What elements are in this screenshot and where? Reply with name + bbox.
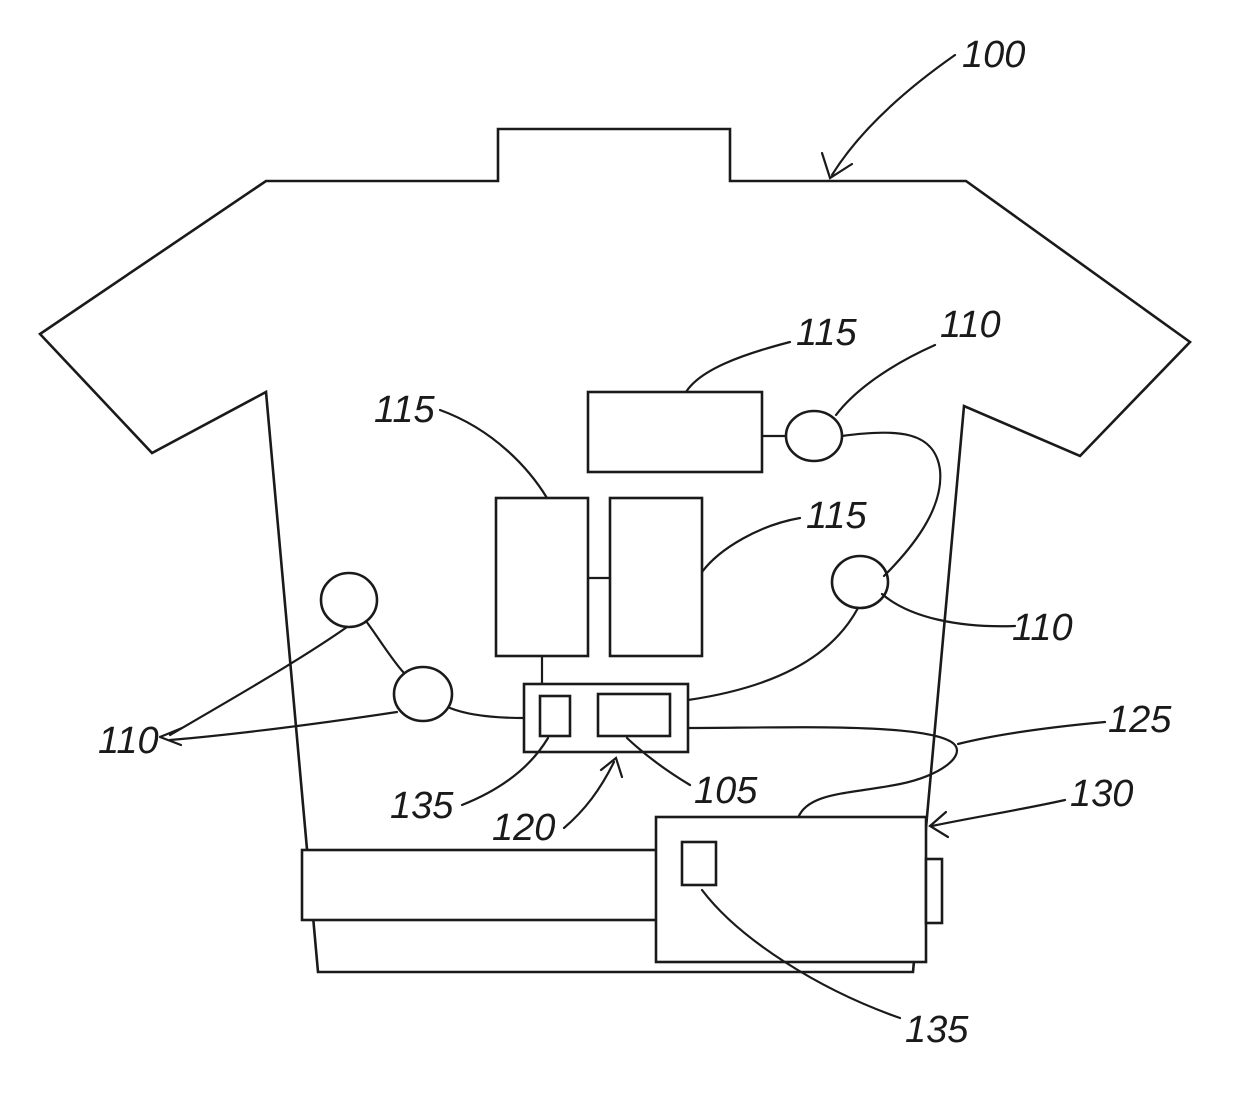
label-135-belt: 135 xyxy=(905,1009,969,1051)
label-110-left: 110 xyxy=(98,720,159,762)
belt-unit xyxy=(656,817,926,962)
processor xyxy=(598,694,670,736)
leader-120 xyxy=(564,762,614,828)
label-135-hub: 135 xyxy=(390,785,454,827)
function-block-left xyxy=(496,498,588,656)
leader-110-top xyxy=(836,345,935,415)
sensor-right xyxy=(832,556,888,608)
belt-unit-connector xyxy=(926,859,942,923)
wire-left-sensors xyxy=(366,621,404,673)
label-130: 130 xyxy=(1070,773,1133,815)
belt-indicator xyxy=(682,842,716,885)
label-125: 125 xyxy=(1108,699,1172,741)
leader-130 xyxy=(932,800,1065,826)
leader-115-top xyxy=(686,342,790,392)
label-120: 120 xyxy=(492,807,555,849)
label-115-right: 115 xyxy=(806,495,867,537)
belt-strap xyxy=(302,850,658,920)
leader-115-right xyxy=(702,518,800,572)
hub-indicator xyxy=(540,696,570,736)
label-115-top: 115 xyxy=(796,312,857,354)
wire-left-sensor-to-hub xyxy=(450,708,524,718)
label-105: 105 xyxy=(694,770,758,812)
function-block-top xyxy=(588,392,762,472)
leader-115-left xyxy=(440,410,547,498)
label-110-top: 110 xyxy=(940,304,1001,346)
sensor-left-lower xyxy=(394,667,452,721)
label-100: 100 xyxy=(962,34,1025,76)
leader-100 xyxy=(832,55,955,175)
leader-110-left-a xyxy=(170,627,347,735)
label-115-left: 115 xyxy=(374,389,435,431)
leader-110-right xyxy=(882,594,1015,626)
leader-125 xyxy=(958,722,1105,744)
sensor-top xyxy=(786,411,842,461)
function-block-right xyxy=(610,498,702,656)
wire-sensor-right-to-hub xyxy=(688,608,858,700)
label-110-right: 110 xyxy=(1012,607,1073,649)
sensor-left-upper xyxy=(321,573,377,627)
